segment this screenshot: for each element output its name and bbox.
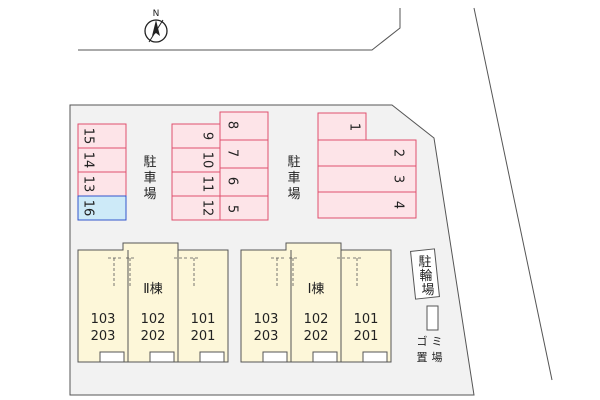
parking-space [219,195,269,221]
bike-parking-char: 輪 [419,268,432,284]
parking-label-left-char: 駐 [143,155,156,170]
unit-number-lower: 203 [91,329,116,344]
bike-parking: 駐 輪 場 [410,248,440,300]
parking-label-center-char: 車 [287,171,300,186]
bike-parking-char: 場 [421,283,434,298]
parking-space-number: 16 [81,200,96,217]
parking-space-number: 11 [200,176,215,193]
parking-group-middle-right: 8 7 6 5 [219,111,269,221]
parking-label-center-char: 駐 [287,155,300,170]
parking-space [77,195,127,221]
parking-space-number: 2 [391,149,406,157]
building-name: Ⅱ棟 [143,282,162,297]
parking-label-center: 駐 車 場 [287,155,300,202]
road-boundary-line [78,8,401,51]
parking-space-number: 15 [81,128,96,145]
parking-space [77,123,127,149]
unit-number-upper: 101 [354,312,379,327]
building-outline [240,242,392,363]
parking-space-number: 12 [200,200,215,217]
garbage-char: ゴ [417,334,428,348]
parking-group-right: 1 2 3 4 [317,112,417,219]
parking-space-number: 14 [81,152,96,169]
unit-number-upper: 102 [304,312,329,327]
parking-space-number: 10 [200,152,215,169]
parking-label-left-char: 場 [143,187,156,202]
unit-number-lower: 201 [354,329,379,344]
parking-space [219,167,269,197]
garbage-char: 置 [417,351,428,364]
parking-space [317,165,417,193]
building-2: Ⅱ棟 103 203 102 202 101 201 [77,242,229,363]
parking-space-number: 3 [391,175,406,183]
parking-space [219,139,269,169]
parking-space [219,111,269,141]
entrance-box [362,351,388,363]
parking-space-number: 5 [225,205,240,213]
entrance-box [149,351,175,363]
parking-space-number: 7 [225,149,240,157]
parking-label-left: 駐 車 場 [143,155,156,202]
parking-space-number: 4 [391,201,406,209]
parking-group-left: 15 14 13 16 [77,123,127,221]
compass-label: N [153,9,160,19]
north-arrow-icon: N [144,9,168,43]
unit-number-lower: 203 [254,329,279,344]
unit-number-upper: 102 [141,312,166,327]
parking-space [171,171,221,197]
bike-parking-char: 駐 [418,255,431,270]
entrance-box [199,351,225,363]
garbage-area: ゴ ミ 置 場 [417,305,443,364]
entrance-box [262,351,288,363]
unit-number-lower: 201 [191,329,216,344]
parking-space-number: 1 [347,123,362,131]
unit-number-upper: 103 [254,312,279,327]
parking-label-left-char: 車 [143,171,156,186]
garbage-char: 場 [432,351,443,364]
parking-group-middle-left: 9 10 11 12 [171,123,221,221]
entrance-box [99,351,125,363]
building-1: Ⅰ棟 103 203 102 202 101 201 [240,242,392,363]
garbage-box [426,305,439,331]
road-edge-line [473,7,553,381]
unit-number-upper: 101 [191,312,216,327]
parking-space [317,112,367,141]
garbage-char: ミ [432,335,443,348]
unit-number-upper: 103 [91,312,116,327]
parking-space [171,123,221,149]
parking-space-number: 9 [200,132,215,140]
parking-space-number: 13 [81,176,96,193]
parking-space [317,191,417,219]
parking-space [317,139,417,167]
building-outline [77,242,229,363]
unit-number-lower: 202 [141,329,166,344]
parking-space-number: 6 [225,177,240,185]
parking-space [77,171,127,197]
parking-label-center-char: 場 [287,187,300,202]
building-name: Ⅰ棟 [308,282,325,297]
entrance-box [312,351,338,363]
unit-number-lower: 202 [304,329,329,344]
parking-space-number: 8 [225,121,240,129]
